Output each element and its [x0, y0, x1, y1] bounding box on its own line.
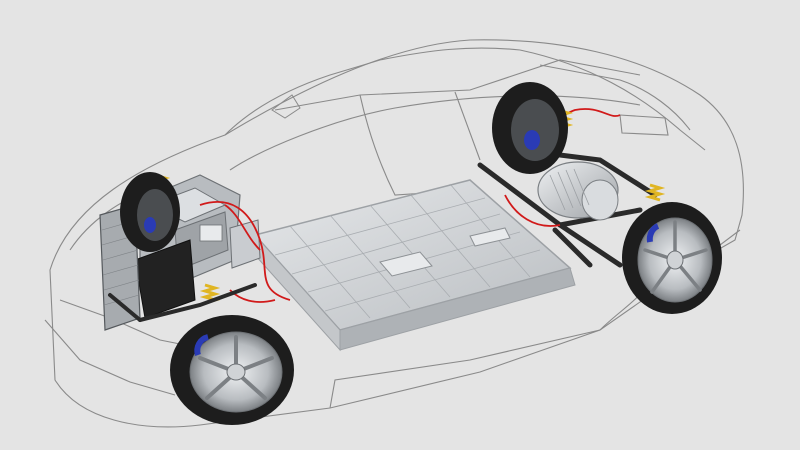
- rear-right-spring: [552, 108, 574, 130]
- rear-left-wheel: [622, 202, 722, 314]
- rear-right-wheel: [492, 82, 568, 174]
- front-subframe: [108, 283, 257, 322]
- battery-pack: [253, 179, 576, 352]
- rear-left-spring: [644, 183, 666, 202]
- side-mirror: [271, 94, 301, 119]
- front-right-wheel: [120, 172, 180, 252]
- rear-electric-motor: [537, 161, 619, 221]
- front-left-wheel: [170, 315, 294, 425]
